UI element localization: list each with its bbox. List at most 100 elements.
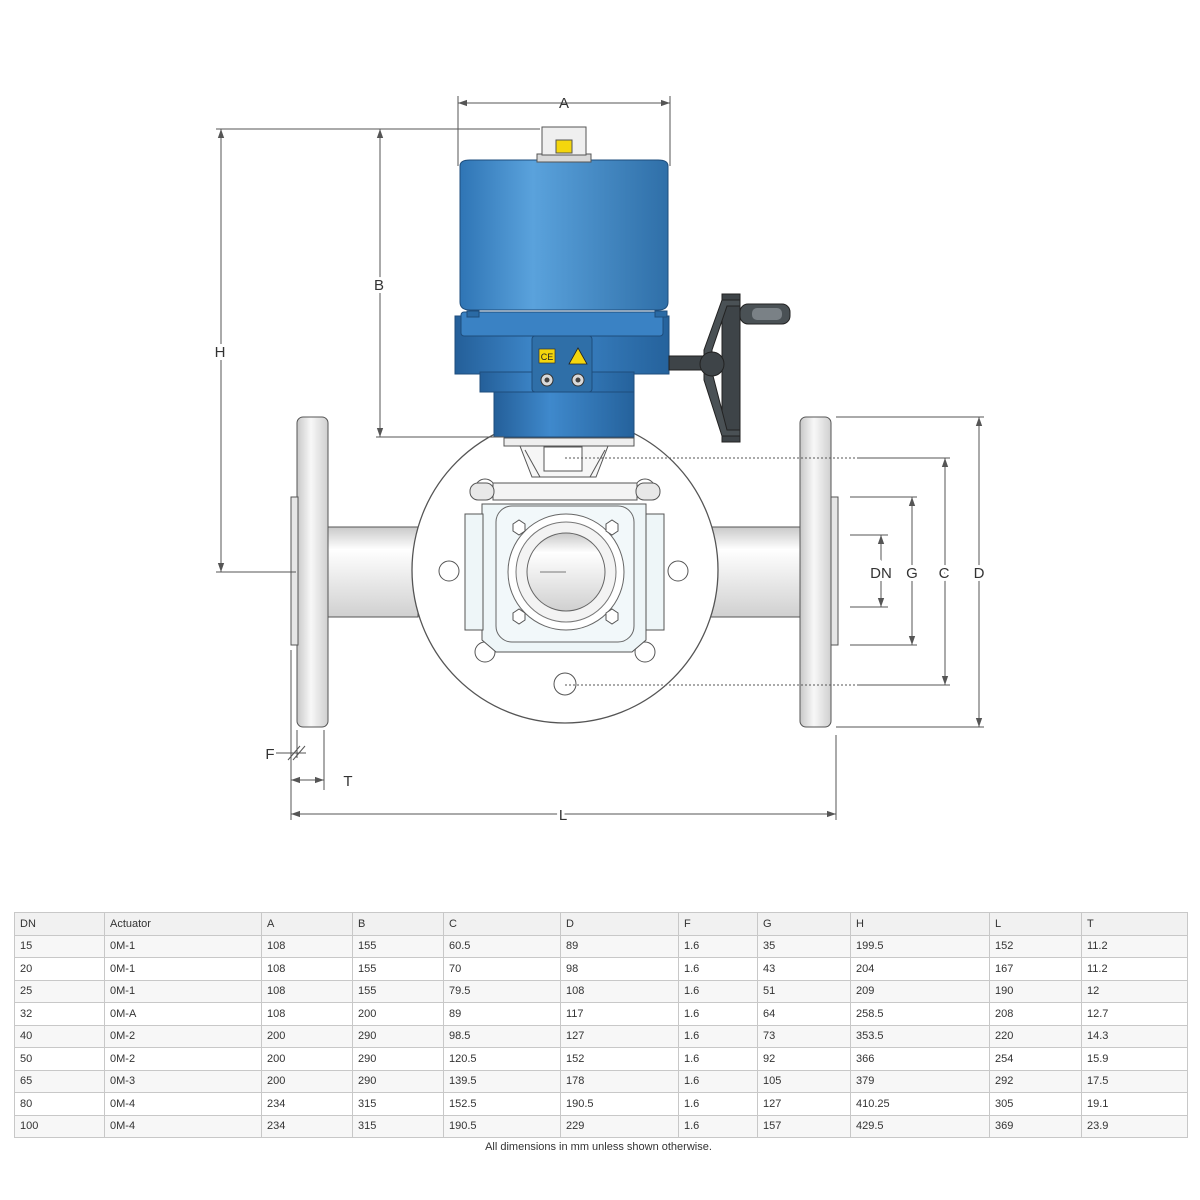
table-cell: 0M-1 <box>104 934 262 958</box>
table-cell: 290 <box>352 1047 444 1071</box>
table-cell: 108 <box>261 957 353 981</box>
table-cell: 366 <box>850 1047 990 1071</box>
table-cell: 79.5 <box>443 979 561 1003</box>
column-header: A <box>261 912 353 936</box>
table-cell: 1.6 <box>678 934 758 958</box>
table-cell: 98 <box>560 957 679 981</box>
table-cell: 200 <box>261 1047 353 1071</box>
table-cell: 315 <box>352 1092 444 1116</box>
table-cell: 127 <box>757 1092 851 1116</box>
column-header: H <box>850 912 990 936</box>
table-cell: 190.5 <box>560 1092 679 1116</box>
table-cell: 80 <box>14 1092 105 1116</box>
bolt-hole <box>667 560 689 582</box>
column-header: D <box>560 912 679 936</box>
table-cell: 14.3 <box>1081 1024 1188 1048</box>
table-cell: 155 <box>352 979 444 1003</box>
table-cell: 1.6 <box>678 1069 758 1093</box>
table-cell: 60.5 <box>443 934 561 958</box>
table-cell: 305 <box>989 1092 1082 1116</box>
svg-text:CE: CE <box>541 352 554 362</box>
table-cell: 353.5 <box>850 1024 990 1048</box>
table-cell: 220 <box>989 1024 1082 1048</box>
table-cell: 23.9 <box>1081 1114 1188 1138</box>
table-cell: 43 <box>757 957 851 981</box>
table-cell: 15 <box>14 934 105 958</box>
table-cell: 200 <box>261 1024 353 1048</box>
table-cell: 51 <box>757 979 851 1003</box>
table-cell: 139.5 <box>443 1069 561 1093</box>
table-cell: 108 <box>261 979 353 1003</box>
table-cell: 152 <box>560 1047 679 1071</box>
table-cell: 0M-4 <box>104 1092 262 1116</box>
table-cell: 209 <box>850 979 990 1003</box>
table-cell: 100 <box>14 1114 105 1138</box>
table-cell: 73 <box>757 1024 851 1048</box>
table-cell: 11.2 <box>1081 934 1188 958</box>
table-cell: 92 <box>757 1047 851 1071</box>
column-header: G <box>757 912 851 936</box>
table-cell: 200 <box>352 1002 444 1026</box>
dim-label-a: A <box>559 95 569 112</box>
table-cell: 157 <box>757 1114 851 1138</box>
table-cell: 152.5 <box>443 1092 561 1116</box>
table-cell: 1.6 <box>678 979 758 1003</box>
table-cell: 0M-2 <box>104 1047 262 1071</box>
dim-label-g: G <box>906 565 918 582</box>
dim-label-l: L <box>559 807 567 824</box>
flange-left <box>290 416 329 728</box>
table-cell: 292 <box>989 1069 1082 1093</box>
table-cell: 0M-A <box>104 1002 262 1026</box>
table-cell: 178 <box>560 1069 679 1093</box>
table-cell: 290 <box>352 1069 444 1093</box>
table-cell: 11.2 <box>1081 957 1188 981</box>
table-cell: 127 <box>560 1024 679 1048</box>
table-cell: 199.5 <box>850 934 990 958</box>
table-cell: 155 <box>352 957 444 981</box>
table-cell: 89 <box>443 1002 561 1026</box>
table-cell: 12 <box>1081 979 1188 1003</box>
table-cell: 19.1 <box>1081 1092 1188 1116</box>
table-cell: 234 <box>261 1114 353 1138</box>
table-cell: 65 <box>14 1069 105 1093</box>
flange-right <box>799 416 839 728</box>
valve-body <box>464 503 665 653</box>
table-cell: 108 <box>560 979 679 1003</box>
table-header-row: DN Actuator A B C D F G H L T <box>14 912 1188 936</box>
table-cell: 70 <box>443 957 561 981</box>
warning-triangle-icon <box>568 347 588 365</box>
column-header: DN <box>14 912 105 936</box>
column-header: Actuator <box>104 912 262 936</box>
table-cell: 234 <box>261 1092 353 1116</box>
table-cell: 379 <box>850 1069 990 1093</box>
table-cell: 108 <box>261 1002 353 1026</box>
table-cell: 105 <box>757 1069 851 1093</box>
table-cell: 429.5 <box>850 1114 990 1138</box>
table-cell: 120.5 <box>443 1047 561 1071</box>
table-cell: 0M-3 <box>104 1069 262 1093</box>
dim-label-f: F <box>265 746 274 763</box>
table-cell: 155 <box>352 934 444 958</box>
table-cell: 190 <box>989 979 1082 1003</box>
column-header: C <box>443 912 561 936</box>
dim-label-h: H <box>215 344 226 361</box>
table-cell: 204 <box>850 957 990 981</box>
dim-label-t: T <box>343 773 352 790</box>
table-cell: 290 <box>352 1024 444 1048</box>
dimension-lines <box>216 96 984 820</box>
table-cell: 315 <box>352 1114 444 1138</box>
column-header: L <box>989 912 1082 936</box>
position-indicator <box>536 126 592 163</box>
column-header: B <box>352 912 444 936</box>
table-cell: 1.6 <box>678 1092 758 1116</box>
pipe-left <box>327 526 419 618</box>
table-cell: 40 <box>14 1024 105 1048</box>
table-cell: 15.9 <box>1081 1047 1188 1071</box>
